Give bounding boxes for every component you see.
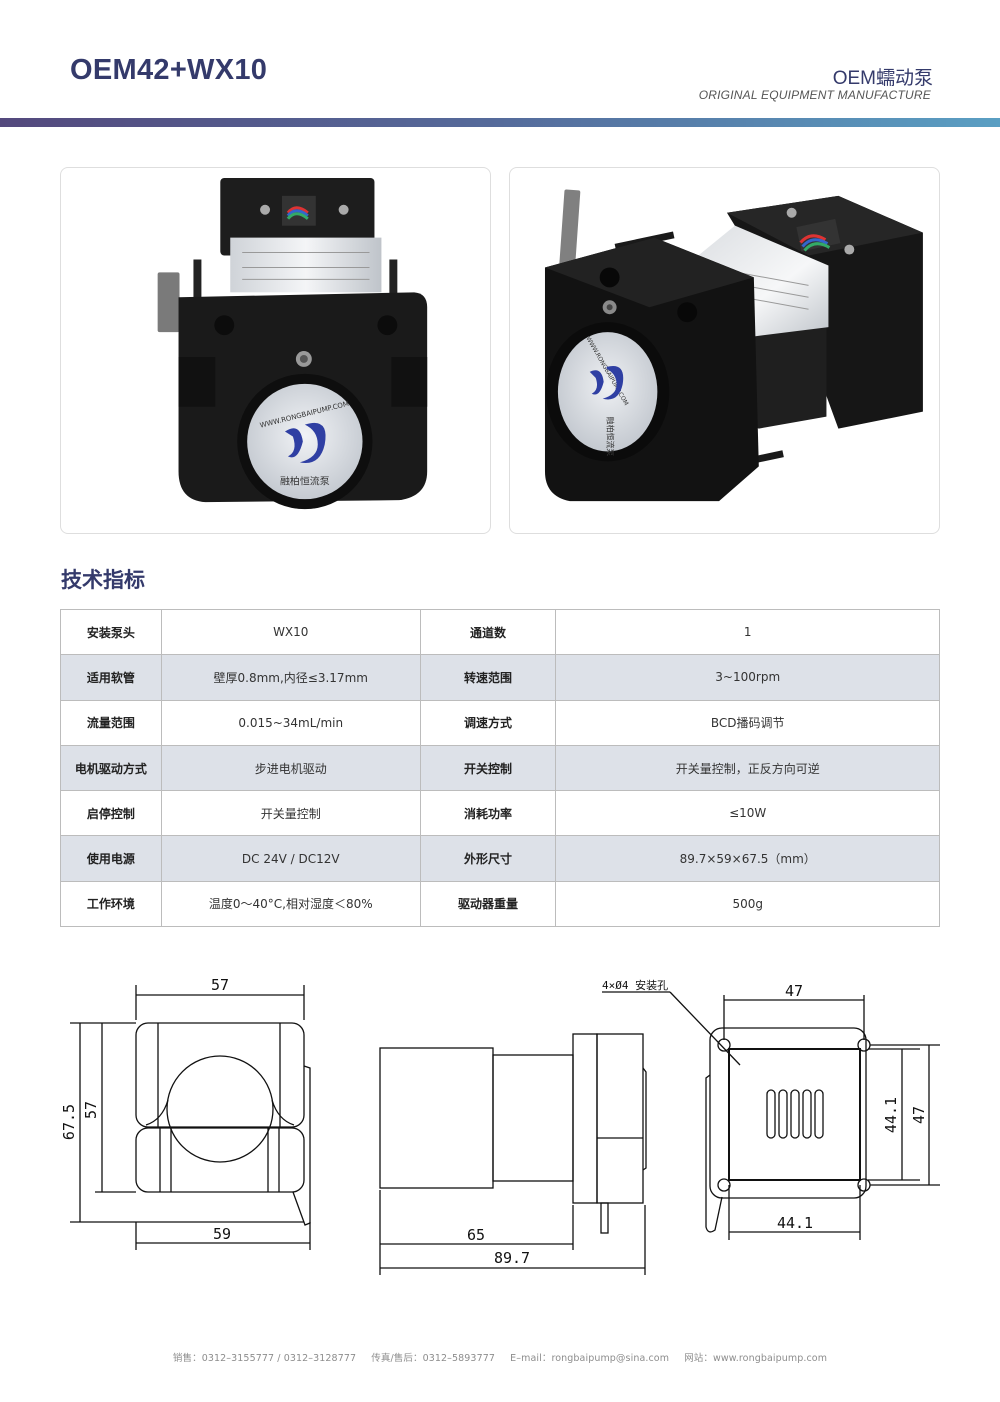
spec-value: WX10 (160, 608, 421, 656)
spec-key: 工作环境 (60, 880, 162, 928)
spec-key: 转速范围 (419, 654, 557, 701)
spec-value: DC 24V / DC12V (160, 835, 421, 882)
svg-text:65: 65 (467, 1226, 485, 1244)
drawing-back-view: 4×Ø4 安装孔 47 44.1 47 44.1 (602, 978, 940, 1240)
svg-text:57: 57 (82, 1101, 100, 1119)
spec-key: 电机驱动方式 (60, 744, 162, 792)
spec-value: BCD播码调节 (555, 699, 940, 746)
spec-value: 0.015~34mL/min (160, 699, 421, 746)
spec-value: 温度0～40°C,相对湿度＜80% (160, 880, 421, 928)
svg-text:44.1: 44.1 (777, 1214, 813, 1232)
spec-value: 步进电机驱动 (160, 744, 421, 792)
spec-key: 调速方式 (419, 699, 557, 746)
table-row: 安装泵头 WX10 通道数 1 (60, 608, 940, 656)
spec-key: 开关控制 (419, 744, 557, 792)
svg-text:59: 59 (213, 1225, 231, 1243)
svg-text:4×Ø4 安装孔: 4×Ø4 安装孔 (602, 978, 668, 992)
table-row: 启停控制 开关量控制 消耗功率 ≤10W (60, 790, 940, 837)
spec-value: 89.7×59×67.5（mm） (555, 835, 940, 882)
svg-text:47: 47 (910, 1106, 928, 1124)
spec-key: 驱动器重量 (419, 880, 557, 928)
drawing-front-view: 57 67.5 57 59 (60, 976, 311, 1250)
fax-phone: 传真/售后：0312–5893777 (371, 1353, 496, 1364)
table-row: 适用软管 壁厚0.8mm,内径≤3.17mm 转速范围 3~100rpm (60, 654, 940, 701)
table-row: 工作环境 温度0～40°C,相对湿度＜80% 驱动器重量 500g (60, 880, 940, 928)
svg-text:融柏恒流泵: 融柏恒流泵 (606, 417, 616, 457)
spec-value: 壁厚0.8mm,内径≤3.17mm (160, 654, 421, 701)
header-divider-bar (0, 118, 1000, 127)
spec-key: 安装泵头 (60, 608, 162, 656)
contact-footer: 销售：0312–3155777 / 0312–3128777 传真/售后：031… (0, 1350, 1000, 1364)
spec-value: ≤10W (555, 790, 940, 837)
spec-key: 启停控制 (60, 790, 162, 837)
svg-text:融柏恒流泵: 融柏恒流泵 (280, 474, 330, 487)
sales-phone: 销售：0312–3155777 / 0312–3128777 (172, 1353, 357, 1364)
spec-key: 使用电源 (60, 835, 162, 882)
spec-table: 安装泵头 WX10 通道数 1 适用软管 壁厚0.8mm,内径≤3.17mm 转… (60, 608, 940, 928)
spec-value: 500g (555, 880, 940, 928)
spec-key: 流量范围 (60, 699, 162, 746)
product-photo-angled: WWW.RONGBAIPUMP.COM 融柏恒流泵 (509, 167, 940, 534)
spec-key: 适用软管 (60, 654, 162, 701)
pump-front-illustration: WWW.RONGBAIPUMP.COM 融柏恒流泵 (157, 177, 428, 510)
drawing-side-view: 65 89.7 (379, 1033, 647, 1275)
spec-key: 消耗功率 (419, 790, 557, 837)
table-row: 电机驱动方式 步进电机驱动 开关控制 开关量控制，正反方向可逆 (60, 744, 940, 792)
table-row: 流量范围 0.015~34mL/min 调速方式 BCD播码调节 (60, 699, 940, 746)
spec-key: 外形尺寸 (419, 835, 557, 882)
svg-text:67.5: 67.5 (60, 1104, 78, 1140)
svg-text:89.7: 89.7 (494, 1249, 530, 1267)
email-link[interactable]: E–mail：rongbaipump@sina.com (510, 1353, 670, 1364)
product-photo-front: WWW.RONGBAIPUMP.COM 融柏恒流泵 (60, 167, 491, 534)
svg-text:44.1: 44.1 (882, 1097, 900, 1133)
pump-angled-illustration: WWW.RONGBAIPUMP.COM 融柏恒流泵 (544, 189, 923, 502)
spec-value: 开关量控制，正反方向可逆 (555, 744, 940, 792)
product-category-en: ORIGINAL EQUIPMENT MANUFACTURE (698, 88, 931, 102)
dimension-drawings: 57 67.5 57 59 65 89.7 (0, 940, 1000, 1320)
spec-key: 通道数 (419, 608, 557, 656)
svg-text:57: 57 (211, 976, 229, 994)
website-link[interactable]: 网站：www.rongbaipump.com (684, 1353, 828, 1364)
spec-value: 开关量控制 (160, 790, 421, 837)
svg-text:47: 47 (785, 982, 803, 1000)
product-title: OEM42+WX10 (70, 54, 268, 86)
section-title-specs: 技术指标 (61, 568, 145, 592)
product-category: OEM蠕动泵 (832, 68, 933, 89)
table-row: 使用电源 DC 24V / DC12V 外形尺寸 89.7×59×67.5（mm… (60, 835, 940, 882)
spec-value: 1 (555, 608, 940, 656)
spec-value: 3~100rpm (555, 654, 940, 701)
